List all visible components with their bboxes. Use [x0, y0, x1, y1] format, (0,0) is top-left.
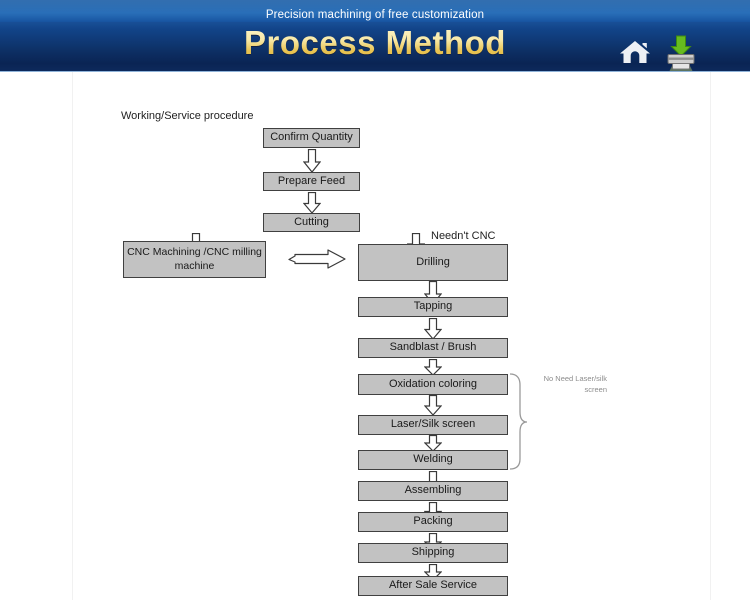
header-divider [0, 71, 750, 72]
arrow-sandblast-to-oxidation [424, 359, 442, 376]
node-confirm-quantity[interactable]: Confirm Quantity [263, 128, 360, 148]
arrow-cnc-to-drilling [288, 249, 346, 269]
node-packing[interactable]: Packing [358, 512, 508, 532]
arrow-prepare-to-cutting [303, 192, 321, 214]
branch-label-neednt-cnc: Needn't CNC [431, 230, 496, 242]
page-header: Precision machining of free customizatio… [0, 0, 750, 72]
node-after-sale-service[interactable]: After Sale Service [358, 576, 508, 596]
process-flowchart: Working/Service procedure Confirm Quanti… [0, 72, 750, 600]
arrow-oxidation-to-laser [424, 395, 442, 416]
note-no-need-laser-silk-screen: No Need Laser/silk screen [543, 374, 607, 394]
node-assembling[interactable]: Assembling [358, 481, 508, 501]
node-cnc-machining[interactable]: CNC Machining /CNC milling machine [123, 241, 266, 278]
header-icon-group [0, 0, 750, 72]
node-shipping[interactable]: Shipping [358, 543, 508, 563]
page-title: Process Method [0, 24, 750, 62]
arrow-laser-to-welding [424, 435, 442, 452]
download-icon[interactable] [662, 33, 700, 72]
node-prepare-feed[interactable]: Prepare Feed [263, 172, 360, 191]
page-right-rule [710, 72, 711, 600]
arrow-confirm-to-prepare [303, 149, 321, 173]
arrow-tapping-to-sandblast [424, 318, 442, 340]
home-icon[interactable] [617, 38, 653, 66]
node-oxidation-coloring[interactable]: Oxidation coloring [358, 374, 508, 395]
page-left-rule [72, 72, 73, 600]
flowchart-caption: Working/Service procedure [121, 110, 254, 122]
node-tapping[interactable]: Tapping [358, 297, 508, 317]
header-subtitle: Precision machining of free customizatio… [265, 9, 485, 21]
bypass-brace [509, 373, 528, 470]
node-cutting[interactable]: Cutting [263, 213, 360, 232]
page-body: Working/Service procedure Confirm Quanti… [0, 72, 750, 600]
node-welding[interactable]: Welding [358, 450, 508, 470]
node-drilling[interactable]: Drilling [358, 244, 508, 281]
node-sandblast-brush[interactable]: Sandblast / Brush [358, 338, 508, 358]
node-laser-silk-screen[interactable]: Laser/Silk screen [358, 415, 508, 435]
